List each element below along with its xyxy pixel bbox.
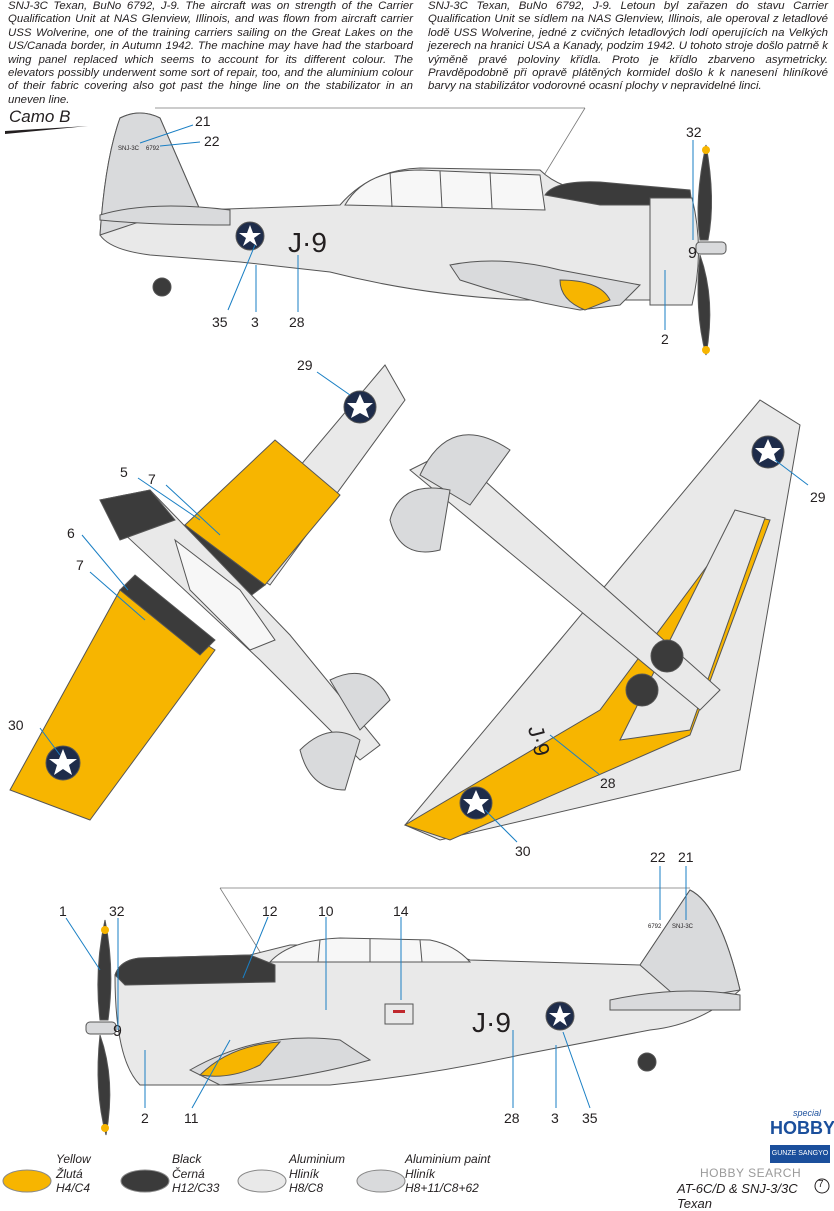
callout-14-bottom: 14	[393, 903, 409, 919]
fuselage-code-top: J·9	[288, 227, 327, 258]
profile-bottom-view	[389, 399, 801, 841]
callout-2-bottom: 2	[141, 1110, 149, 1126]
callout-21-bottom: 21	[678, 849, 694, 865]
description-english: SNJ-3C Texan, BuNo 6792, J-9. The aircra…	[8, 0, 413, 106]
profile-left-side	[99, 107, 727, 356]
callout-3-bottom: 3	[551, 1110, 559, 1126]
callout-32-top: 32	[686, 124, 702, 140]
callout-22-bottom: 22	[650, 849, 666, 865]
tail-serial-top: 6792	[146, 146, 160, 152]
swatch-aluminium-paint	[356, 1169, 406, 1193]
callout-lines-top	[139, 124, 694, 330]
callout-30-bottomview: 30	[515, 843, 531, 859]
swatch-aluminium	[237, 1169, 287, 1193]
callout-28-top: 28	[289, 314, 305, 330]
callout-28-bottom: 28	[504, 1110, 520, 1126]
callout-30-topview: 30	[8, 717, 24, 733]
callout-32-bottom: 32	[109, 903, 125, 919]
profile-top-view	[9, 364, 406, 821]
callout-lines-bottomview	[484, 459, 809, 843]
brand-gunze: GUNZE SANGYO	[770, 1145, 830, 1163]
camo-underline	[5, 126, 88, 134]
callout-lines-topview	[39, 371, 351, 756]
callout-3-top: 3	[251, 314, 259, 330]
callout-10-bottom: 10	[318, 903, 334, 919]
callout-7b-topview: 7	[76, 557, 84, 573]
callout-28-bottomview: 28	[600, 775, 616, 791]
callout-35-top: 35	[212, 314, 228, 330]
camo-scheme-label: Camo B	[9, 107, 71, 126]
callout-7a-topview: 7	[148, 471, 156, 487]
page-number: 7	[818, 1179, 824, 1190]
callout-6-topview: 6	[67, 525, 75, 541]
watermark: HOBBY SEARCH	[700, 1166, 802, 1180]
callout-lines-bottom	[65, 866, 687, 1109]
fuselage-code-bottom-profile: J·9	[472, 1007, 511, 1038]
brand-hobby: HOBBY	[770, 1118, 834, 1138]
footer-title: AT-6C/D & SNJ-3/3C Texan	[677, 1181, 798, 1211]
nose-number-top: 9	[688, 245, 697, 262]
swatch-yellow	[2, 1169, 52, 1193]
tail-type-top: SNJ-3C	[118, 146, 140, 152]
profile-right-side	[85, 887, 741, 1136]
callout-21-top: 21	[195, 113, 211, 129]
callout-22-top: 22	[204, 133, 220, 149]
callout-1-bottom: 1	[59, 903, 67, 919]
nose-number-bottom: 9	[113, 1023, 122, 1040]
callout-35-bottom: 35	[582, 1110, 598, 1126]
brand-special: special	[793, 1108, 822, 1118]
tail-type-bottom: SNJ-3C	[672, 924, 694, 930]
description-czech: SNJ-3C Texan, BuNo 6792, J-9. Letoun byl…	[428, 0, 828, 93]
callout-11-bottom: 11	[184, 1110, 199, 1126]
callout-29-topview: 29	[297, 357, 313, 373]
callout-5-topview: 5	[120, 464, 128, 480]
callout-12-bottom: 12	[262, 903, 278, 919]
callout-29-bottomview: 29	[810, 489, 826, 505]
page-number-circle	[814, 1178, 830, 1194]
swatch-black	[120, 1169, 170, 1193]
callout-2-top: 2	[661, 331, 669, 347]
tail-serial-bottom: 6792	[648, 924, 662, 930]
